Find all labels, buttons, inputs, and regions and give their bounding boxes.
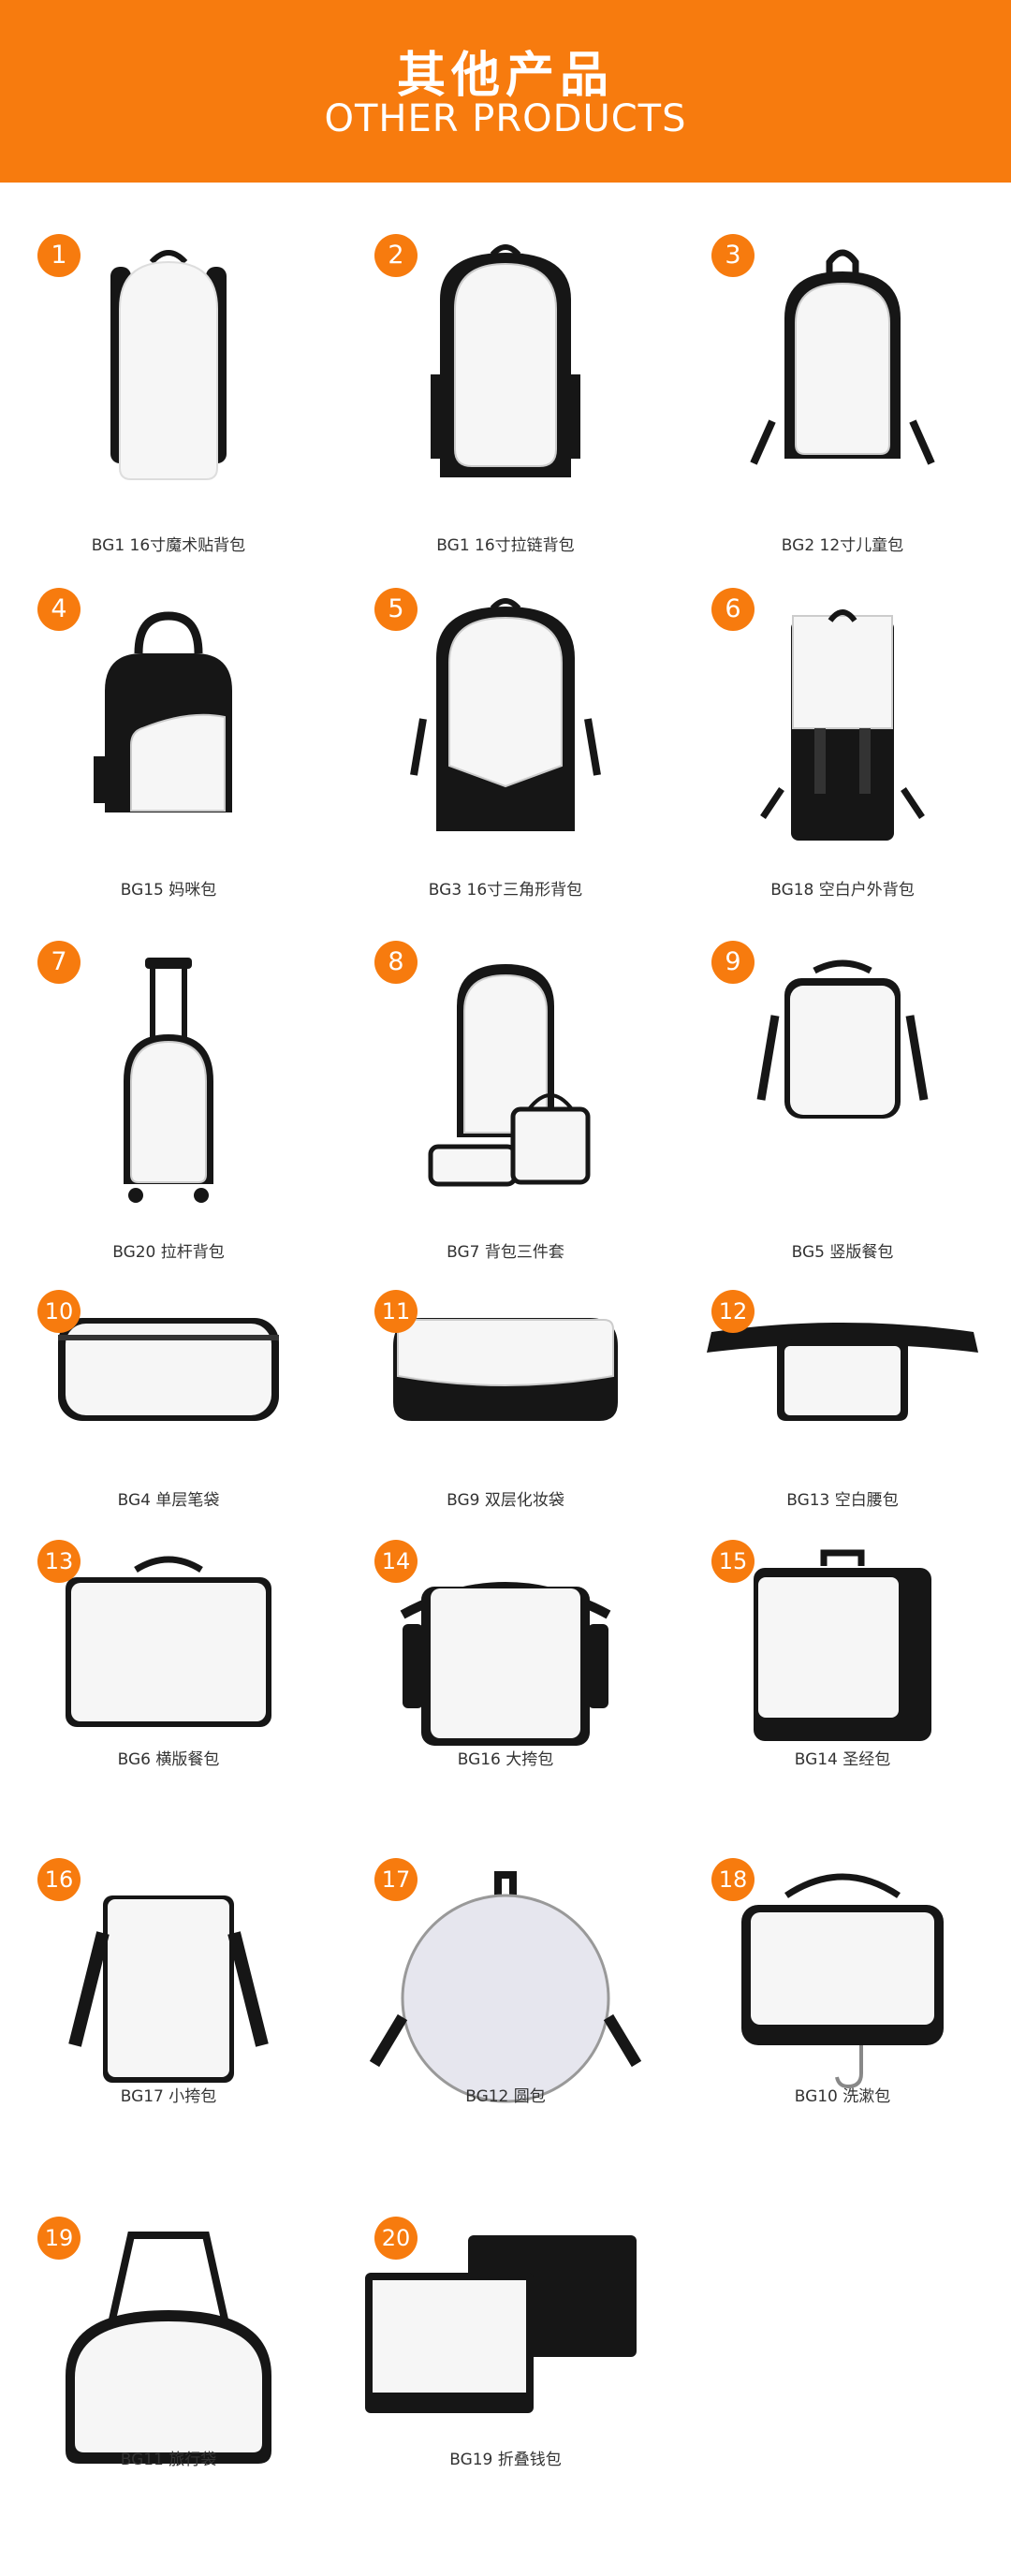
product-number-badge: 18 bbox=[711, 1858, 755, 1901]
cosmetic-bag-icon bbox=[337, 1290, 674, 1571]
product-number-badge: 5 bbox=[374, 588, 418, 631]
product-label: BG18 空白户外背包 bbox=[770, 881, 915, 900]
product-number-badge: 17 bbox=[374, 1858, 418, 1901]
product-number-badge: 6 bbox=[711, 588, 755, 631]
backpack-set-icon bbox=[337, 941, 674, 1222]
pencil-case-icon bbox=[0, 1290, 337, 1571]
small-shoulder-bag-icon bbox=[0, 1858, 337, 2139]
toiletry-bag-icon bbox=[674, 1858, 1011, 2139]
product-number-badge: 13 bbox=[37, 1540, 81, 1583]
product-label: BG2 12寸儿童包 bbox=[781, 536, 904, 555]
product-label: BG1 16寸魔术贴背包 bbox=[91, 536, 246, 555]
travel-bag-icon bbox=[0, 2217, 337, 2497]
product-number-badge: 10 bbox=[37, 1290, 81, 1333]
header-title-en: OTHER PRODUCTS bbox=[324, 97, 687, 140]
product-label: BG7 背包三件套 bbox=[447, 1243, 564, 1262]
header-title-cn: 其他产品 bbox=[396, 48, 614, 104]
product-label: BG1 16寸拉链背包 bbox=[436, 536, 575, 555]
product-number-badge: 11 bbox=[374, 1290, 418, 1333]
product-number-badge: 2 bbox=[374, 234, 418, 277]
product-label: BG5 竖版餐包 bbox=[791, 1243, 894, 1262]
product-label: BG14 圣经包 bbox=[794, 1750, 891, 1769]
vertical-lunch-bag-icon bbox=[674, 941, 1011, 1222]
triangle-backpack-icon bbox=[337, 588, 674, 869]
mommy-bag-icon bbox=[0, 588, 337, 869]
kids-backpack-icon bbox=[674, 234, 1011, 515]
product-number-badge: 12 bbox=[711, 1290, 755, 1333]
bible-bag-icon bbox=[674, 1540, 1011, 1821]
backpack-zipper-icon bbox=[337, 234, 674, 515]
product-label: BG4 单层笔袋 bbox=[117, 1491, 220, 1510]
product-number-badge: 4 bbox=[37, 588, 81, 631]
product-label: BG13 空白腰包 bbox=[786, 1491, 899, 1510]
trolley-backpack-icon bbox=[0, 941, 337, 1222]
product-number-badge: 16 bbox=[37, 1858, 81, 1901]
product-number-badge: 19 bbox=[37, 2217, 81, 2260]
product-label: BG3 16寸三角形背包 bbox=[428, 881, 583, 900]
product-label: BG19 折叠钱包 bbox=[449, 2451, 562, 2469]
horizontal-lunch-bag-icon bbox=[0, 1540, 337, 1821]
product-number-badge: 1 bbox=[37, 234, 81, 277]
product-label: BG16 大挎包 bbox=[457, 1750, 554, 1769]
product-label: BG20 拉杆背包 bbox=[112, 1243, 225, 1262]
messenger-bag-icon bbox=[337, 1540, 674, 1821]
page-header: 其他产品 OTHER PRODUCTS bbox=[0, 0, 1011, 183]
product-number-badge: 20 bbox=[374, 2217, 418, 2260]
product-label: BG17 小挎包 bbox=[120, 2087, 217, 2106]
round-bag-icon bbox=[337, 1858, 674, 2139]
folding-wallet-icon bbox=[337, 2217, 674, 2497]
product-number-badge: 3 bbox=[711, 234, 755, 277]
product-label: BG6 横版餐包 bbox=[117, 1750, 220, 1769]
product-number-badge: 15 bbox=[711, 1540, 755, 1583]
product-label: BG15 妈咪包 bbox=[120, 881, 217, 900]
product-number-badge: 14 bbox=[374, 1540, 418, 1583]
product-number-badge: 8 bbox=[374, 941, 418, 984]
backpack-velcro-icon bbox=[0, 234, 337, 515]
product-label: BG12 圆包 bbox=[465, 2087, 546, 2106]
product-number-badge: 9 bbox=[711, 941, 755, 984]
product-label: BG10 洗漱包 bbox=[794, 2087, 891, 2106]
product-number-badge: 7 bbox=[37, 941, 81, 984]
product-label: BG9 双层化妆袋 bbox=[447, 1491, 564, 1510]
product-label: BG11 旅行袋 bbox=[120, 2451, 217, 2469]
outdoor-backpack-icon bbox=[674, 588, 1011, 869]
waist-bag-icon bbox=[674, 1290, 1011, 1571]
